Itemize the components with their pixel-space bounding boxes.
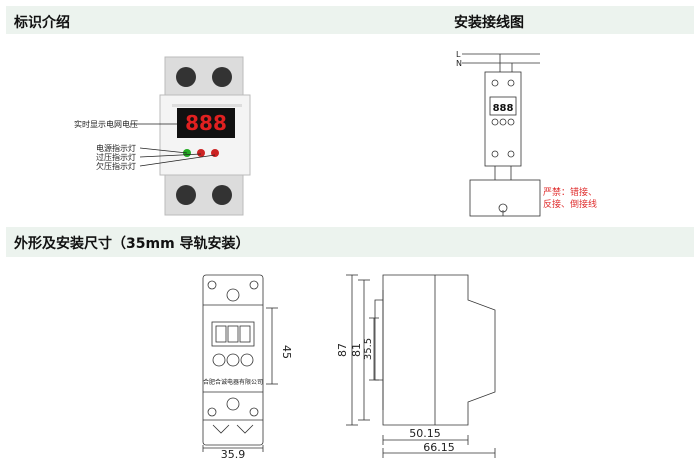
wiring-warning-line1: 严禁：错接、: [543, 186, 597, 198]
side-view-drawing: [346, 274, 496, 458]
dim-81: 81: [350, 343, 363, 357]
wiring-warning-line2: 反接、倒接线: [543, 198, 597, 210]
callout-undervoltage-led: 欠压指示灯: [96, 161, 136, 171]
dim-35-9: 35.9: [221, 448, 246, 461]
wiring-display-digits: 888: [493, 103, 514, 114]
wiring-diagram: [462, 53, 541, 217]
header-dimensions: 外形及安装尺寸（35mm 导轨安装）: [14, 236, 250, 252]
voltage-display: [177, 108, 235, 138]
display-digits: 888: [185, 111, 227, 135]
dim-50-15: 50.15: [409, 427, 441, 440]
callout-overvoltage-led: 过压指示灯: [96, 152, 136, 162]
section-band-top: [6, 6, 694, 34]
dim-35-5: 35.5: [363, 338, 374, 360]
product-photo: 888: [159, 56, 251, 216]
dim-45: 45: [280, 345, 293, 359]
callout-display: 实时显示电网电压: [74, 119, 138, 129]
front-view-drawing: [202, 274, 278, 452]
wire-label-L: L: [456, 50, 461, 59]
dim-66-15: 66.15: [423, 441, 455, 454]
section-band-dims: [6, 227, 694, 257]
callout-lines: [130, 123, 216, 167]
header-wiring-diagram: 安装接线图: [454, 15, 524, 31]
header-label-intro: 标识介绍: [14, 15, 70, 31]
front-company-name: 合肥合诚电器有限公司: [203, 378, 263, 386]
wire-label-N: N: [456, 59, 462, 68]
callout-power-led: 电源指示灯: [96, 143, 136, 153]
dim-87: 87: [336, 343, 349, 357]
